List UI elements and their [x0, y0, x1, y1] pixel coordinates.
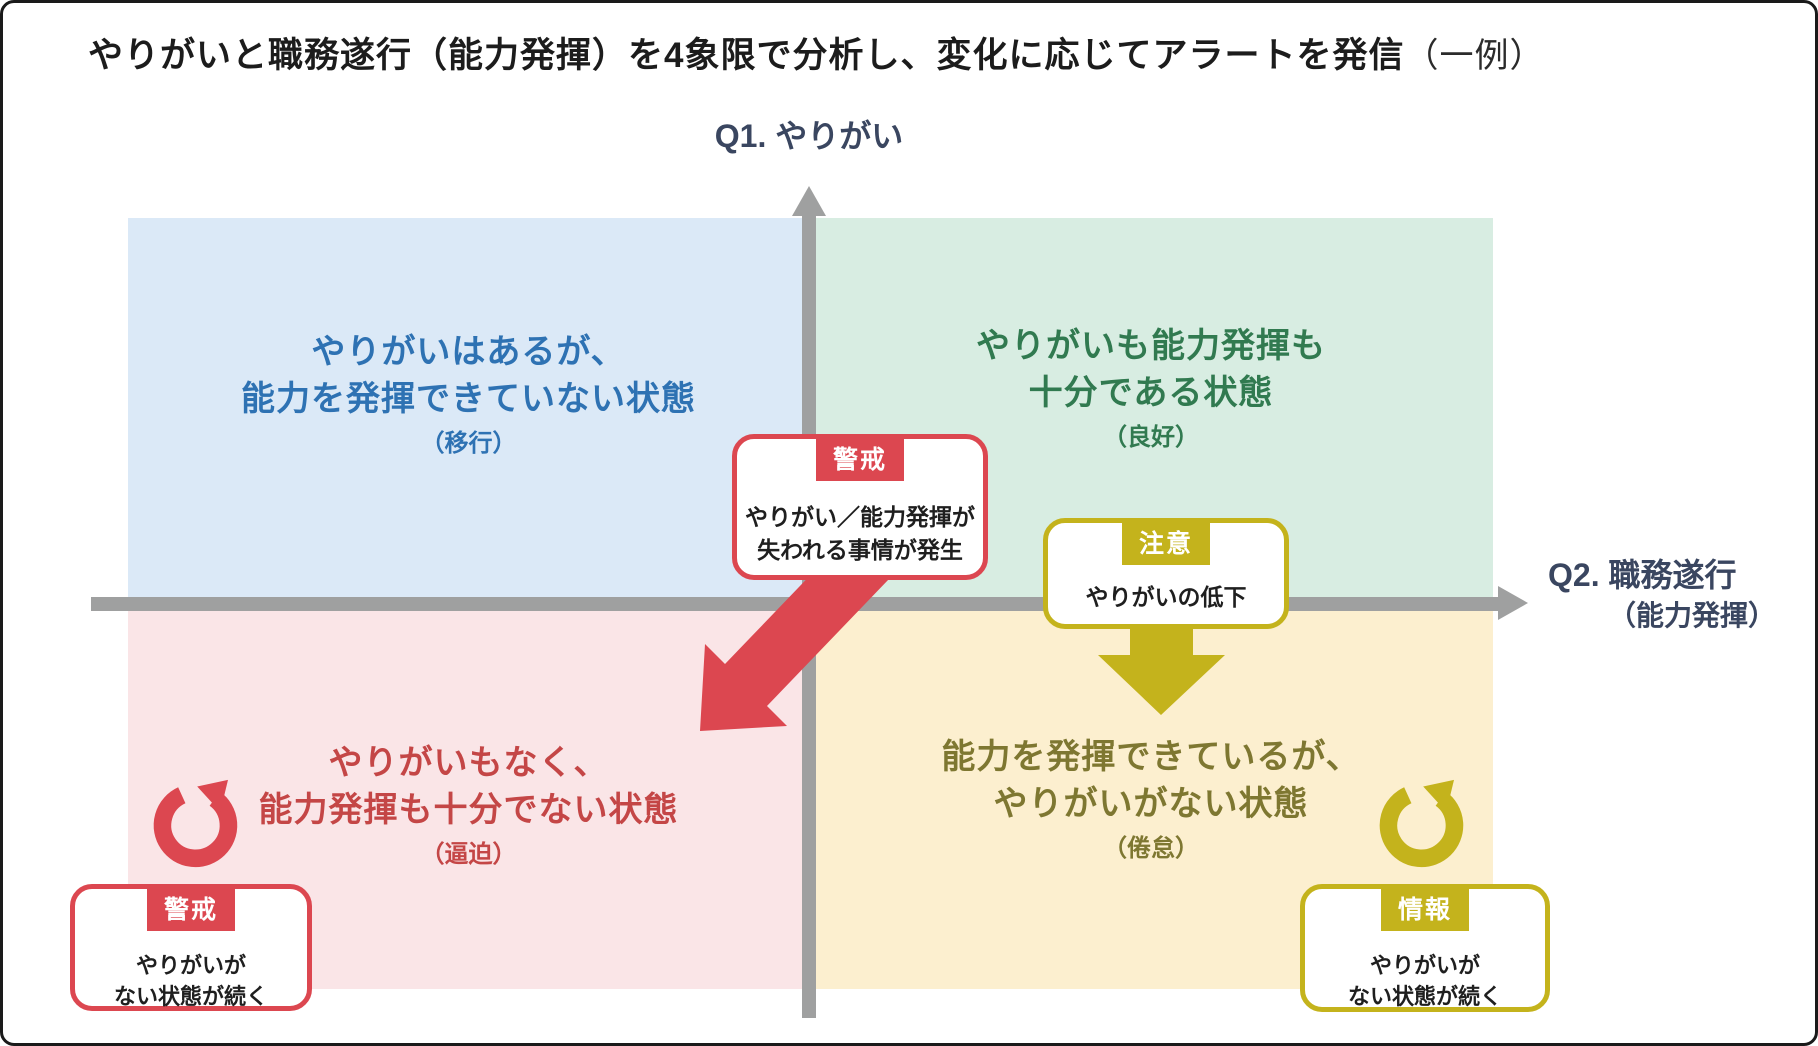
- x-axis-label-line1: Q2. 職務遂行: [1548, 557, 1737, 593]
- alert-badge-bottom-right: 情報: [1381, 884, 1469, 931]
- alert-box-bottom-right: 情報 やりがいが ない状態が続く: [1300, 884, 1550, 1012]
- quadrant-top-left: [128, 218, 809, 604]
- alert-box-attention: 注意 やりがいの低下: [1043, 518, 1289, 629]
- alert-box-bottom-left: 警戒 やりがいが ない状態が続く: [70, 884, 312, 1011]
- caption-top-right-tag: （良好）: [1103, 424, 1199, 451]
- caption-top-left-line2: 能力を発揮できていない状態: [241, 380, 696, 418]
- alert-text-attention: やりがいの低下: [1048, 581, 1284, 614]
- alert-center-line2: 失われる事情が発生: [757, 537, 963, 563]
- caption-bottom-right: 能力を発揮できているが、 やりがいがない状態 （倦怠）: [809, 734, 1493, 864]
- caption-bottom-left-line1: やりがいもなく、: [328, 744, 609, 782]
- alert-box-center: 警戒 やりがい／能力発揮が 失われる事情が発生: [732, 434, 988, 580]
- alert-center-line1: やりがい／能力発揮が: [745, 504, 975, 530]
- caption-top-right-line1: やりがいも能力発揮も: [976, 327, 1326, 365]
- y-axis-arrowhead-icon: [792, 186, 826, 216]
- caption-bottom-left-tag: （逼迫）: [420, 841, 517, 868]
- x-axis-label: Q2. 職務遂行 （能力発揮）: [1548, 555, 1776, 636]
- caption-top-right-line2: 十分である状態: [1028, 374, 1274, 412]
- alert-bottom-right-line2: ない状態が続く: [1347, 984, 1502, 1009]
- alert-bottom-left-line2: ない状態が続く: [113, 984, 268, 1009]
- page-title-main: やりがいと職務遂行（能力発揮）を4象限で分析し、変化に応じてアラートを発信: [88, 36, 1405, 75]
- alert-badge-attention: 注意: [1122, 518, 1210, 565]
- alert-badge-bottom-left: 警戒: [147, 884, 235, 931]
- alert-badge-center: 警戒: [816, 434, 904, 481]
- caption-top-left: やりがいはあるが、 能力を発揮できていない状態 （移行）: [128, 329, 809, 459]
- alert-bottom-left-line1: やりがいが: [135, 953, 246, 978]
- alert-bottom-right-line1: やりがいが: [1369, 953, 1480, 978]
- x-axis-label-line2: （能力発揮）: [1608, 600, 1777, 631]
- y-axis-label: Q1. やりがい: [714, 118, 904, 154]
- alert-text-bottom-right: やりがいが ない状態が続く: [1305, 950, 1545, 1012]
- alert-text-center: やりがい／能力発揮が 失われる事情が発生: [737, 501, 983, 567]
- page-title-note: （一例）: [1404, 37, 1545, 75]
- alert-text-bottom-left: やりがいが ない状態が続く: [75, 950, 307, 1012]
- caption-bottom-left: やりがいもなく、 能力発揮も十分でない状態 （逼迫）: [128, 740, 809, 870]
- caption-bottom-right-tag: （倦怠）: [1103, 835, 1199, 862]
- caption-bottom-right-line2: やりがいがない状態: [993, 785, 1309, 823]
- caption-bottom-left-line2: 能力発揮も十分でない状態: [258, 791, 679, 829]
- caption-bottom-right-line1: 能力を発揮できているが、: [941, 738, 1361, 776]
- x-axis-line: [91, 597, 1501, 611]
- page-title: やりがいと職務遂行（能力発揮）を4象限で分析し、変化に応じてアラートを発信（一例…: [88, 27, 1544, 78]
- caption-top-right: やりがいも能力発揮も 十分である状態 （良好）: [809, 323, 1493, 453]
- caption-top-left-tag: （移行）: [420, 430, 517, 457]
- alert-attention-line1: やりがいの低下: [1085, 584, 1247, 610]
- x-axis-arrowhead-icon: [1498, 586, 1528, 620]
- caption-top-left-line1: やりがいはあるが、: [311, 333, 626, 371]
